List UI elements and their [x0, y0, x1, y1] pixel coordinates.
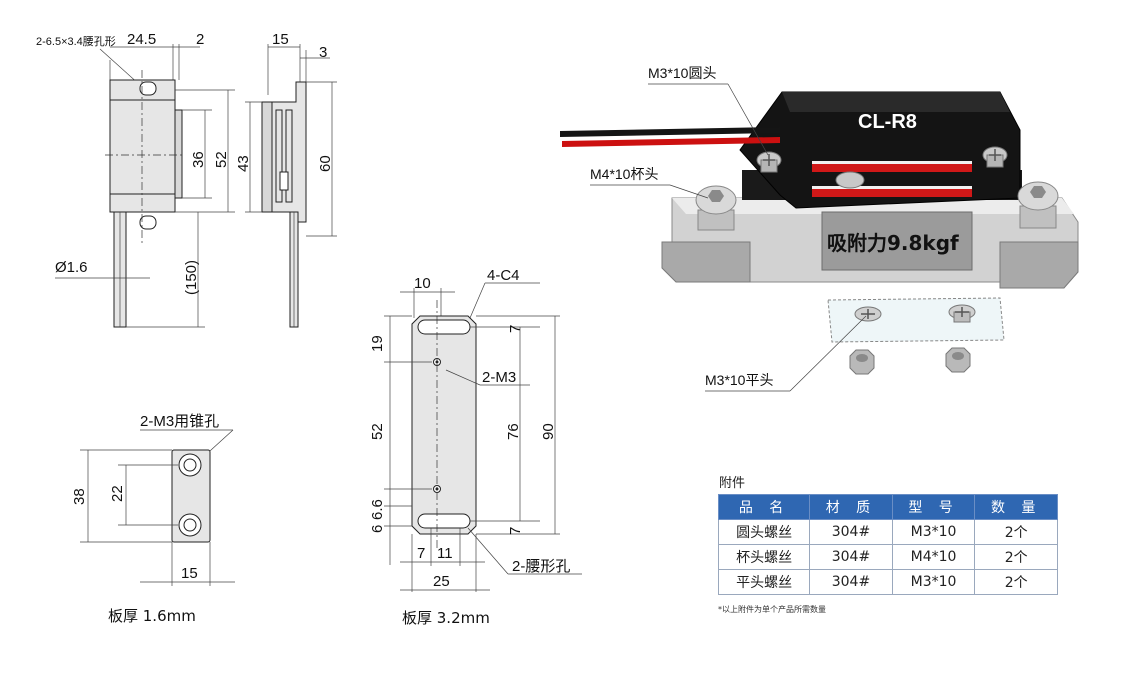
dim-h43-label: 43: [235, 155, 252, 172]
dim-width-label: 24.5: [127, 31, 156, 48]
model-label: CL-R8: [858, 111, 917, 133]
accessories-note: *以上附件为单个产品所需数量: [718, 605, 826, 614]
dim-h7b-label: 7: [507, 527, 524, 535]
dim-w10-label: 10: [414, 275, 431, 292]
dim-w7-label: 7: [417, 545, 425, 562]
cell-name: 圆头螺丝: [717, 519, 811, 545]
hex-nut-right-icon: [945, 347, 971, 373]
slot-note-label: 2-6.5×3.4腰孔形: [36, 35, 116, 48]
round-head-screw-right-icon: [982, 146, 1008, 168]
dim-h36-label: 36: [190, 151, 207, 168]
thread-label: 2-M3: [482, 369, 516, 386]
dim-h52b-label: 52: [369, 423, 386, 440]
force-plate: [821, 211, 973, 271]
accessories-table: 品 名 材 质 型 号 数 量 圆头螺丝 304# M3*10 2个 杯头螺丝 …: [717, 494, 1058, 595]
magnet-stripe-top: [812, 161, 972, 172]
dim-h19-label: 19: [369, 335, 386, 352]
flat-head-screw-left-icon: [854, 306, 882, 322]
table-row: 杯头螺丝 304# M4*10 2个: [717, 544, 1058, 570]
chamfer-label: 4-C4: [487, 267, 520, 284]
flat-head-screw-right-icon: [948, 304, 976, 323]
transparent-plate: [827, 297, 1005, 343]
thickness-caption-1: 板厚 1.6mm: [108, 607, 196, 625]
cell-model: M3*10: [891, 569, 976, 595]
callout-cup-head: M4*10杯头: [590, 166, 658, 182]
cell-quantity: 2个: [974, 544, 1058, 570]
table-row: 圆头螺丝 304# M3*10 2个: [717, 519, 1058, 545]
dim-h22-label: 22: [109, 485, 126, 502]
table-header-row: 品 名 材 质 型 号 数 量: [717, 494, 1058, 520]
cell-model: M4*10: [891, 544, 976, 570]
cell-material: 304#: [809, 569, 893, 595]
cell-material: 304#: [809, 519, 893, 545]
wire-length-label: (150): [183, 260, 200, 295]
dim-h7a-label: 7: [507, 325, 524, 333]
magnet-body: [739, 91, 1021, 209]
thickness-caption-2: 板厚 3.2mm: [402, 609, 490, 627]
dim-offset-label: 2: [196, 31, 204, 48]
cone-hole-note: 2-M3用锥孔: [140, 413, 219, 430]
header-model: 型 号: [891, 494, 976, 520]
dim-h6-label: 6: [369, 525, 386, 533]
accessories-title: 附件: [719, 476, 746, 491]
callout-flat-head: M3*10平头: [705, 372, 773, 388]
dim-w15-label: 15: [181, 565, 198, 582]
dim-h90-label: 90: [540, 423, 557, 440]
header-name: 品 名: [717, 494, 811, 520]
long-plate-body: [411, 315, 477, 535]
hex-nut-left-icon: [849, 349, 875, 375]
dim-depth-label: 15: [272, 31, 289, 48]
force-label: 吸附力9.8kgf: [827, 231, 959, 255]
cell-model: M3*10: [891, 519, 976, 545]
accessories-panel: 附件 品 名 材 质 型 号 数 量 圆头螺丝 304# M3*10 2个 杯头…: [717, 472, 1058, 595]
round-head-screw-left-icon: [756, 151, 782, 173]
cell-name: 平头螺丝: [717, 569, 811, 595]
long-plate-drawing: 10 4-C4 19 52 6.6 6 7 2-M3 76 7: [369, 267, 582, 627]
cup-head-screw-left-icon: [695, 185, 737, 231]
slot-label: 2-腰形孔: [512, 558, 570, 575]
header-quantity: 数 量: [974, 494, 1058, 520]
dim-h52-label: 52: [213, 151, 230, 168]
cup-head-screw-right-icon: [1017, 181, 1059, 229]
dim-w11-label: 11: [437, 545, 453, 562]
wire-diameter-label: Ø1.6: [55, 259, 88, 276]
cell-quantity: 2个: [974, 519, 1058, 545]
front-body: [109, 79, 176, 213]
cell-material: 304#: [809, 544, 893, 570]
cell-quantity: 2个: [974, 569, 1058, 595]
dim-h76-label: 76: [505, 423, 522, 440]
dim-h38-label: 38: [71, 488, 88, 505]
dim-h66-label: 6.6: [369, 499, 386, 520]
magnet-stripe-bottom: [812, 186, 972, 197]
red-wire: [562, 137, 780, 147]
product-3d-render: CL-R8 吸附力9.8kgf: [560, 65, 1079, 392]
small-plate-drawing: 2-M3用锥孔 38 22 15 板厚 1.6mm: [71, 413, 235, 625]
callout-round-head: M3*10圆头: [648, 65, 716, 81]
black-wire: [560, 127, 780, 137]
dim-edge-label: 3: [319, 44, 327, 61]
cell-name: 杯头螺丝: [717, 544, 811, 570]
header-material: 材 质: [809, 494, 893, 520]
dim-w25-label: 25: [433, 573, 450, 590]
side-view-drawing: 15 3 43 60: [235, 31, 337, 328]
dim-h60-label: 60: [317, 155, 334, 172]
front-view-drawing: 2-6.5×3.4腰孔形 24.5 2 36 52 Ø1.6: [36, 31, 235, 328]
table-row: 平头螺丝 304# M3*10 2个: [717, 569, 1058, 595]
